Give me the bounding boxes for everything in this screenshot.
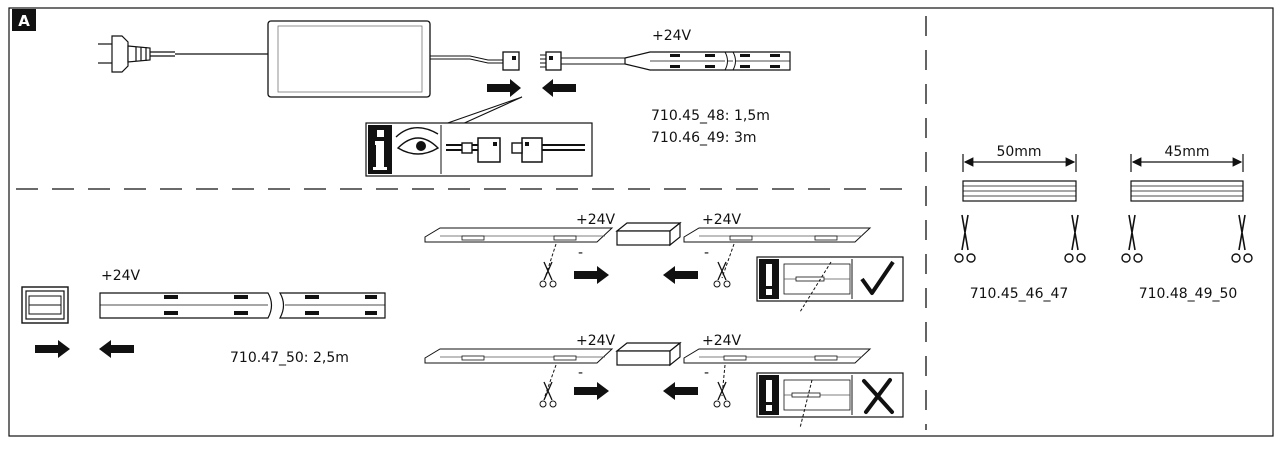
joint-voltage-left-bottom: +24V <box>576 333 616 349</box>
strip-model-length: 710.47_50: 2,5m <box>230 350 349 366</box>
connector-detail <box>446 137 585 163</box>
connector-socket <box>540 51 625 71</box>
joint-row-wrong: +24V - +24V - <box>424 333 904 429</box>
joint-arrow-left <box>663 382 698 400</box>
strip-piece-left <box>962 180 1077 202</box>
minus-left-bottom: - <box>578 365 583 381</box>
power-section: +24V <box>98 20 791 177</box>
wrong-callout <box>756 372 904 429</box>
led-strip-segment <box>624 51 791 71</box>
minus-right-top: - <box>704 245 709 261</box>
callout-pointer <box>441 96 523 126</box>
adapter-cable <box>430 55 503 64</box>
connector-plug <box>502 51 520 71</box>
warning-icon <box>766 264 772 295</box>
connect-arrow-left <box>542 79 576 97</box>
power-voltage-label: +24V <box>652 28 692 44</box>
joint-voltage-right-bottom: +24V <box>702 333 742 349</box>
scissors-icon <box>713 381 731 408</box>
power-plug <box>98 35 268 73</box>
cut-model-left: 710.45_46_47 <box>970 286 1069 302</box>
joint-voltage-left-top: +24V <box>576 212 616 228</box>
info-icon <box>373 130 387 170</box>
strip-voltage-label: +24V <box>101 268 141 284</box>
outer-frame <box>8 7 1274 437</box>
joint-connector <box>615 341 682 367</box>
cross-mark-icon <box>862 378 894 414</box>
eye-icon <box>395 127 440 155</box>
cut-length-right: 45mm <box>1164 144 1209 160</box>
scissors-icon <box>1231 214 1253 263</box>
scissors-icon <box>539 261 557 288</box>
minus-right-bottom: - <box>704 365 709 381</box>
strip-arrow-left <box>99 340 134 358</box>
joint-connector <box>615 221 682 247</box>
badge-letter: A <box>18 12 30 30</box>
joint-arrow-left <box>663 266 698 284</box>
scissors-icon <box>1121 214 1143 263</box>
model-length-2: 710.46_49: 3m <box>651 130 757 146</box>
joint-arrow-right <box>574 266 609 284</box>
info-callout <box>365 122 593 177</box>
scissors-icon <box>539 381 557 408</box>
led-strip <box>99 292 386 319</box>
strip-piece-right <box>1130 180 1244 202</box>
section-badge: A <box>12 9 36 31</box>
end-connector <box>21 286 69 324</box>
joint-section: +24V - +24V - <box>424 212 904 429</box>
warning-icon <box>766 380 772 411</box>
cut-section: 50mm 710.45_46_47 45mm <box>954 144 1253 302</box>
cut-dimension-left: 50mm <box>962 144 1077 172</box>
model-length-1: 710.45_48: 1,5m <box>651 108 770 124</box>
check-mark-icon <box>860 260 895 295</box>
cut-dimension-right: 45mm <box>1130 144 1244 172</box>
power-adapter <box>267 20 431 98</box>
scissors-icon <box>1064 214 1086 263</box>
strip-section: +24V 710.47_50: 2,5m <box>21 268 386 366</box>
joint-voltage-right-top: +24V <box>702 212 742 228</box>
cut-length-left: 50mm <box>996 144 1041 160</box>
scissors-icon <box>713 261 731 288</box>
cut-model-right: 710.48_49_50 <box>1139 286 1238 302</box>
scissors-icon <box>954 214 976 263</box>
correct-callout <box>756 256 904 313</box>
joint-arrow-right <box>574 382 609 400</box>
joint-row-correct: +24V - +24V - <box>424 212 904 313</box>
connect-arrow-right <box>487 79 521 97</box>
minus-left-top: - <box>578 245 583 261</box>
strip-arrow-right <box>35 340 70 358</box>
